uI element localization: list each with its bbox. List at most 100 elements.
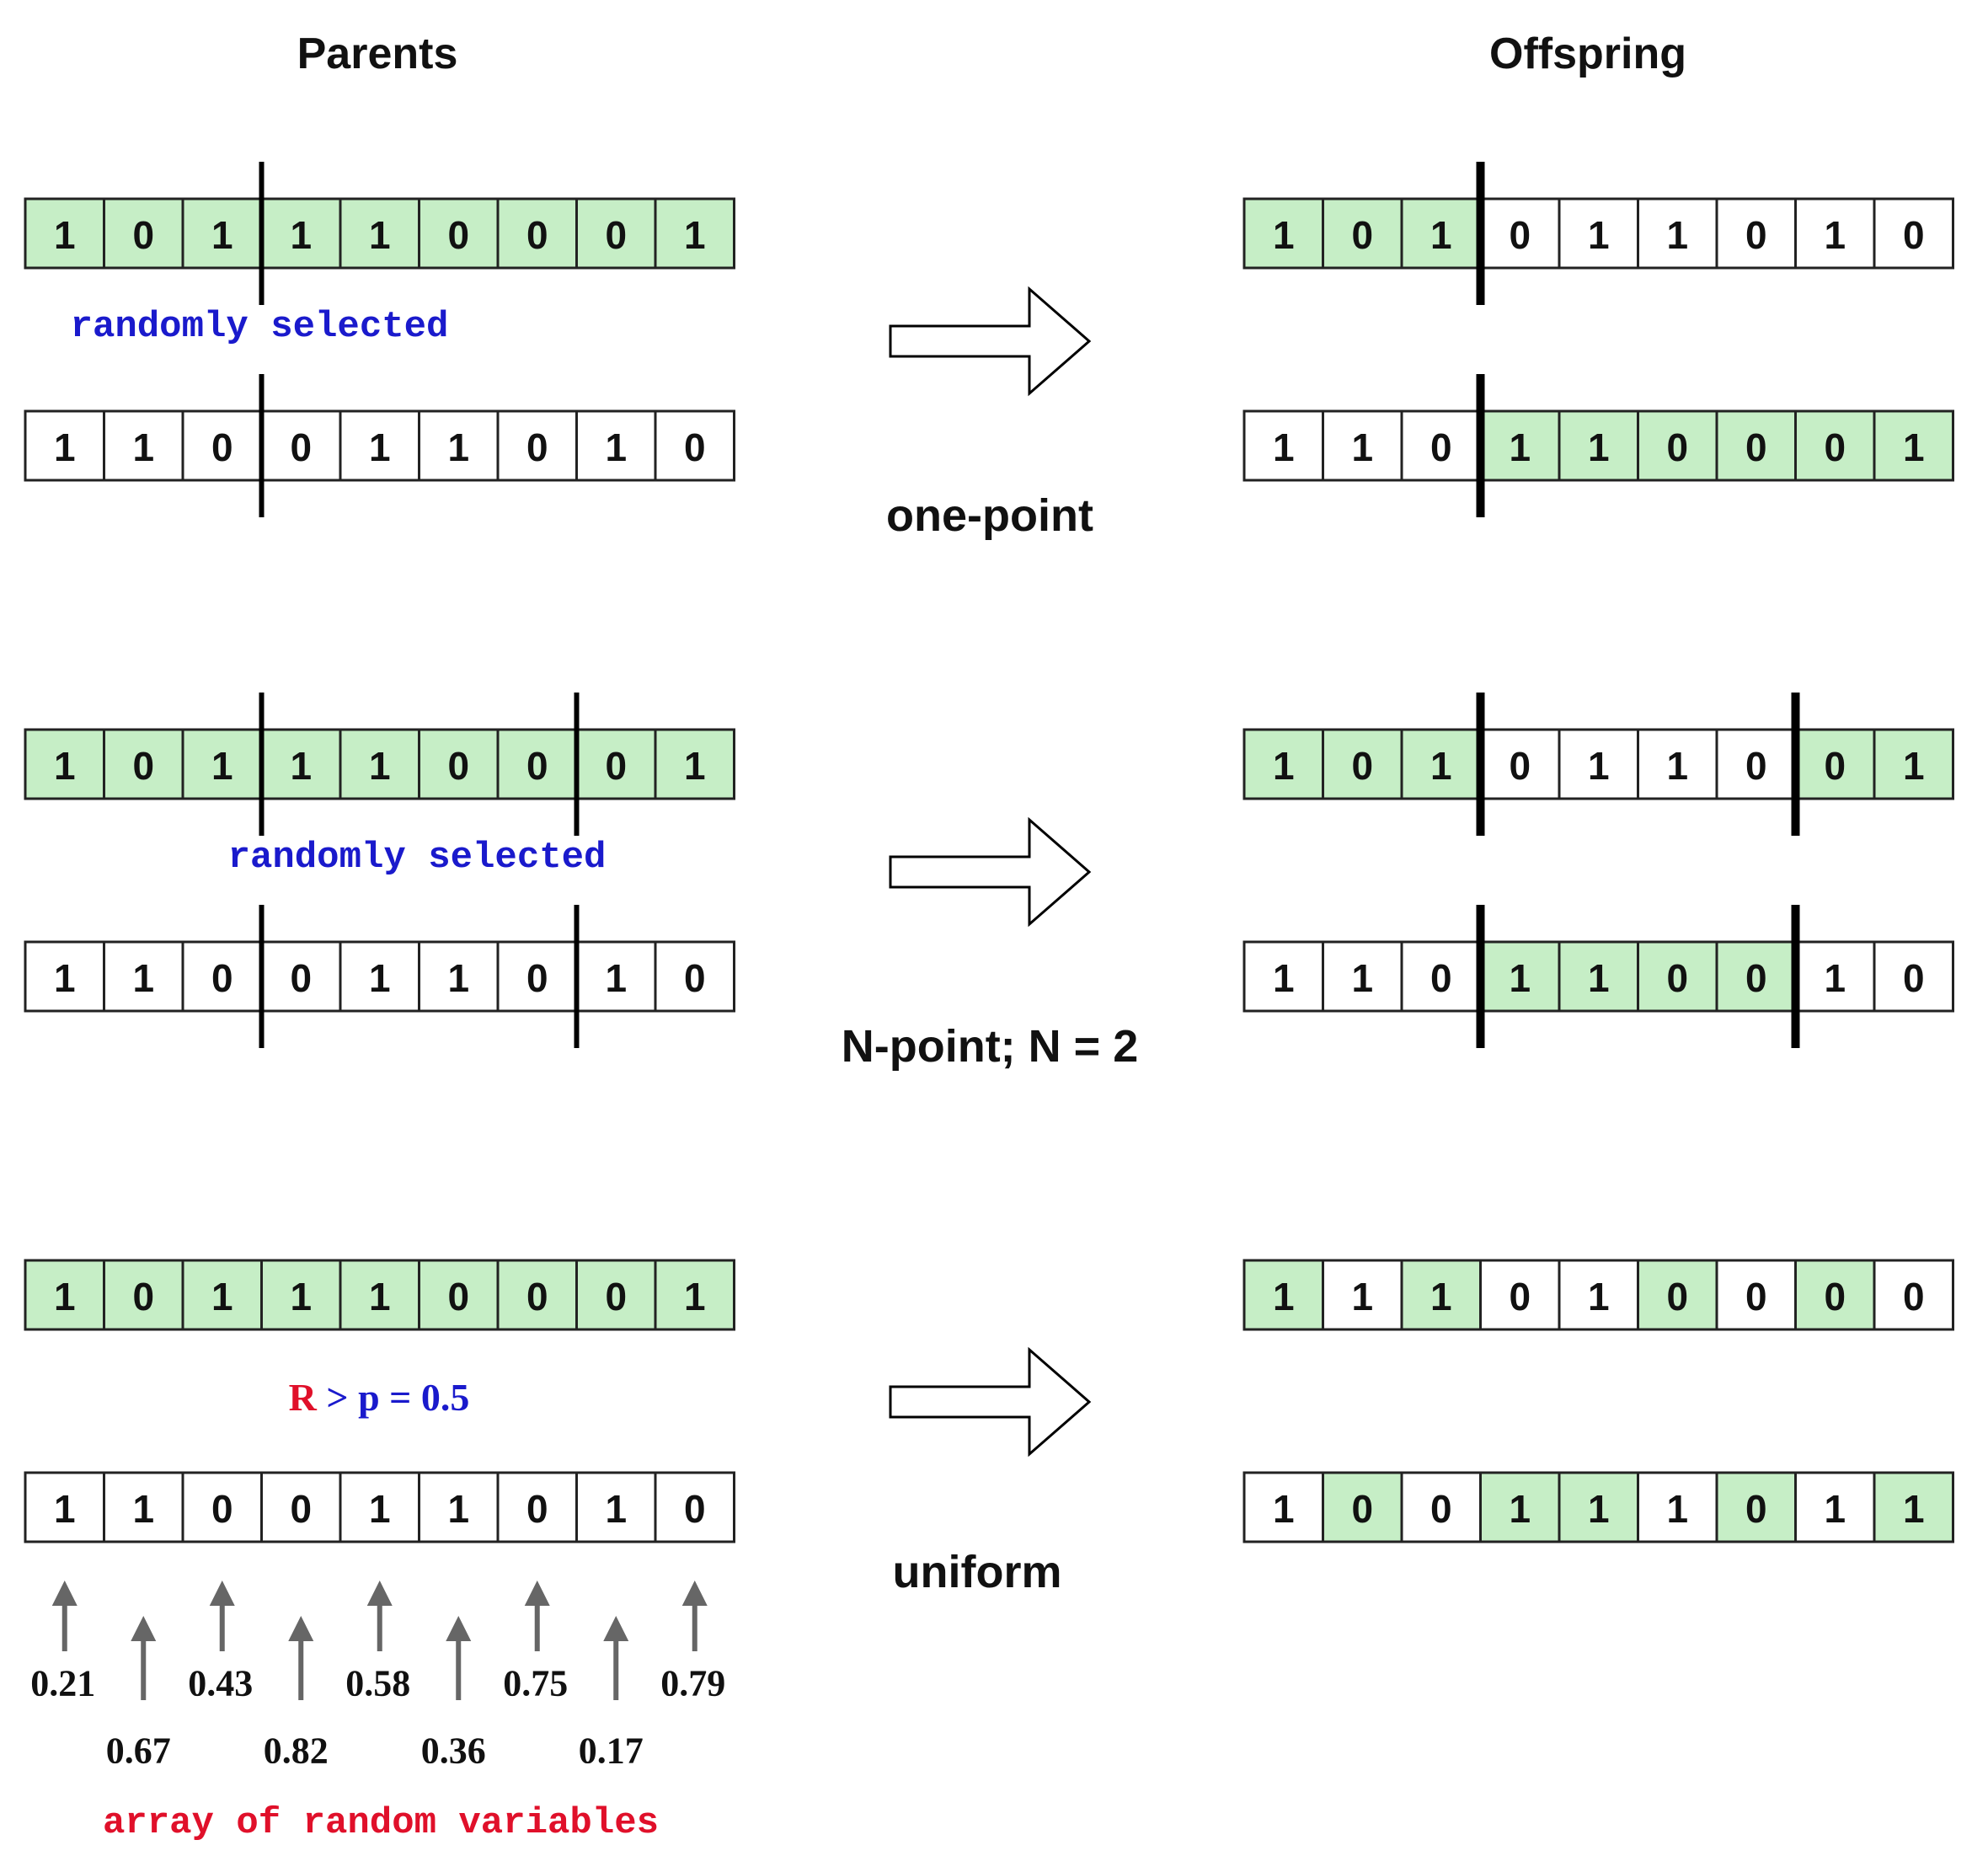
up-arrow-icon	[51, 1581, 77, 1651]
gene-cell	[1400, 1259, 1482, 1331]
up-arrow-icon	[288, 1616, 314, 1700]
gene-cell	[1322, 940, 1403, 1013]
gene-cell	[1479, 1471, 1561, 1543]
gene-cell	[1794, 1471, 1876, 1543]
gene-cell	[24, 409, 105, 482]
gene-cell	[418, 940, 500, 1013]
gene-value: 0	[132, 744, 154, 788]
gene-cell	[181, 197, 263, 270]
gene-value: 0	[1824, 1275, 1846, 1318]
up-arrow-icon	[524, 1581, 550, 1651]
random-value: 0.75	[503, 1663, 568, 1704]
random-value: 0.21	[30, 1663, 95, 1704]
gene-value: 1	[1824, 956, 1846, 1000]
gene-value: 1	[1903, 425, 1925, 469]
gene-value: 0	[1509, 213, 1531, 257]
gene-value: 1	[54, 956, 76, 1000]
gene-cell	[1400, 728, 1482, 800]
gene-value: 0	[1745, 956, 1767, 1000]
gene-value: 0	[684, 425, 706, 469]
gene-value: 0	[526, 425, 548, 469]
gene-value: 1	[1903, 1487, 1925, 1531]
gene-value: 0	[526, 213, 548, 257]
randomly-selected-note: randomly selected	[228, 837, 607, 879]
gene-value: 0	[1745, 213, 1767, 257]
gene-cell	[1242, 1259, 1324, 1331]
gene-cell	[103, 1471, 184, 1543]
gene-value: 0	[1666, 1275, 1688, 1318]
gene-cell	[1715, 197, 1797, 270]
gene-value: 1	[54, 1275, 76, 1318]
gene-cell	[654, 197, 735, 270]
gene-value: 1	[1430, 213, 1452, 257]
gene-value: 1	[369, 425, 391, 469]
transform-arrow-icon	[889, 1346, 1092, 1458]
random-value: 0.36	[421, 1730, 486, 1772]
gene-value: 1	[290, 213, 312, 257]
gene-value: 1	[1351, 956, 1373, 1000]
gene-value: 0	[447, 213, 469, 257]
gene-value: 0	[1351, 1487, 1373, 1531]
gene-value: 1	[605, 1487, 627, 1531]
gene-cell	[103, 940, 184, 1013]
gene-cell	[339, 728, 420, 800]
gene-value: 1	[54, 213, 76, 257]
gene-cell	[339, 1259, 420, 1331]
gene-value: 1	[211, 1275, 233, 1318]
gene-value: 1	[369, 744, 391, 788]
gene-cell	[418, 197, 500, 270]
gene-cell	[103, 728, 184, 800]
up-arrow-icon	[366, 1581, 393, 1651]
gene-cell	[1558, 197, 1639, 270]
gene-value: 1	[54, 744, 76, 788]
gene-cell	[1479, 1259, 1561, 1331]
gene-cell	[24, 197, 105, 270]
gene-cell	[654, 409, 735, 482]
gene-value: 0	[684, 1487, 706, 1531]
gene-cell	[339, 940, 420, 1013]
transform-arrow-icon	[889, 816, 1092, 928]
gene-value: 1	[211, 744, 233, 788]
gene-value: 0	[1824, 744, 1846, 788]
gene-cell	[1558, 940, 1639, 1013]
gene-value: 0	[1824, 425, 1846, 469]
gene-value: 1	[1588, 956, 1610, 1000]
gene-value: 1	[132, 1487, 154, 1531]
gene-cell	[418, 1259, 500, 1331]
gene-value: 0	[1430, 425, 1452, 469]
method-label: N-point; N = 2	[842, 1021, 1138, 1072]
gene-value: 0	[526, 744, 548, 788]
gene-value: 1	[1824, 1487, 1846, 1531]
offspring-heading: Offspring	[1489, 29, 1686, 78]
gene-cell	[575, 1471, 657, 1543]
gene-value: 1	[1588, 744, 1610, 788]
gene-cell	[1715, 728, 1797, 800]
gene-cell	[1322, 1259, 1403, 1331]
gene-cell	[1558, 728, 1639, 800]
gene-cell	[654, 1471, 735, 1543]
gene-cell	[1873, 409, 1954, 482]
gene-cell	[1322, 409, 1403, 482]
gene-cell	[1479, 728, 1561, 800]
gene-value: 1	[1351, 1275, 1373, 1318]
gene-value: 1	[1273, 956, 1295, 1000]
gene-value: 0	[1666, 956, 1688, 1000]
transform-arrow-icon	[889, 286, 1092, 397]
gene-cell	[496, 197, 578, 270]
gene-value: 1	[447, 425, 469, 469]
gene-value: 1	[1273, 425, 1295, 469]
gene-value: 1	[1430, 1275, 1452, 1318]
random-value: 0.17	[579, 1730, 644, 1772]
up-arrow-icon	[131, 1616, 157, 1700]
gene-cell	[575, 728, 657, 800]
gene-cell	[1794, 409, 1876, 482]
gene-cell	[181, 1471, 263, 1543]
